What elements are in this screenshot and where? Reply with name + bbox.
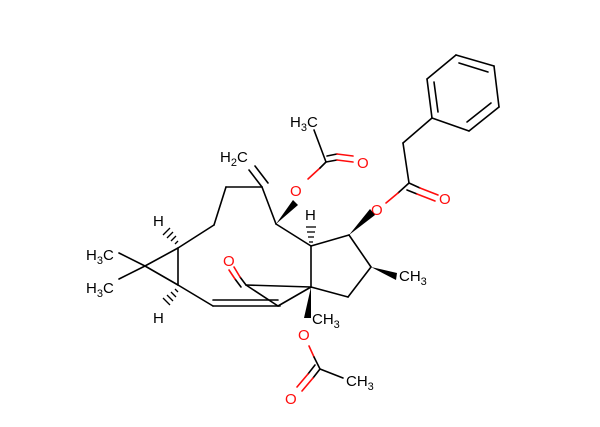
wedge-bond-ester bbox=[349, 209, 375, 235]
hashed-bond-h-cp1 bbox=[162, 227, 179, 245]
bond-c-methylene bbox=[261, 186, 277, 225]
h3c-gem2-label: H3C bbox=[86, 280, 114, 300]
ch3-ring-label: CH3 bbox=[399, 268, 427, 288]
h-label-top: H bbox=[305, 207, 316, 224]
wedge-bond-methyl bbox=[371, 267, 397, 280]
phenyl-ring bbox=[426, 54, 500, 132]
wedge-bond-bridge bbox=[304, 287, 311, 318]
benzyl-ch2-bond bbox=[402, 142, 410, 184]
oxygen-carbonyl-acetate-top: O bbox=[357, 155, 369, 172]
h3c-gem1-label: H3C bbox=[86, 247, 114, 267]
oxygen-ester-acetate-top: O bbox=[290, 183, 302, 200]
wedge-bond-acetate-top bbox=[276, 200, 298, 224]
ch3-bridge-label: CH3 bbox=[312, 311, 340, 331]
h3c-acetyl-top-label: H3C bbox=[290, 114, 318, 134]
oxygen-ester-acetate-bottom: O bbox=[298, 327, 310, 344]
oxygen-carbonyl-acetate-bottom: O bbox=[285, 391, 297, 408]
hashed-bond-h-top bbox=[306, 226, 316, 243]
bond-c-cring bbox=[275, 223, 312, 247]
oxygen-ester-phenylacetate: O bbox=[371, 202, 383, 219]
h-label-cp2: H bbox=[153, 310, 164, 327]
ch3-acetyl-bottom-label: CH3 bbox=[346, 373, 374, 393]
ch2-methylene-label: H2C bbox=[220, 149, 248, 169]
oxygen-ketone: O bbox=[223, 253, 235, 270]
hashed-bond-h-cp2 bbox=[162, 288, 179, 306]
oxygen-carbonyl-phenylacetate: O bbox=[439, 191, 451, 208]
h-label-cp1: H bbox=[153, 213, 164, 230]
benzyl-bond bbox=[402, 117, 433, 144]
